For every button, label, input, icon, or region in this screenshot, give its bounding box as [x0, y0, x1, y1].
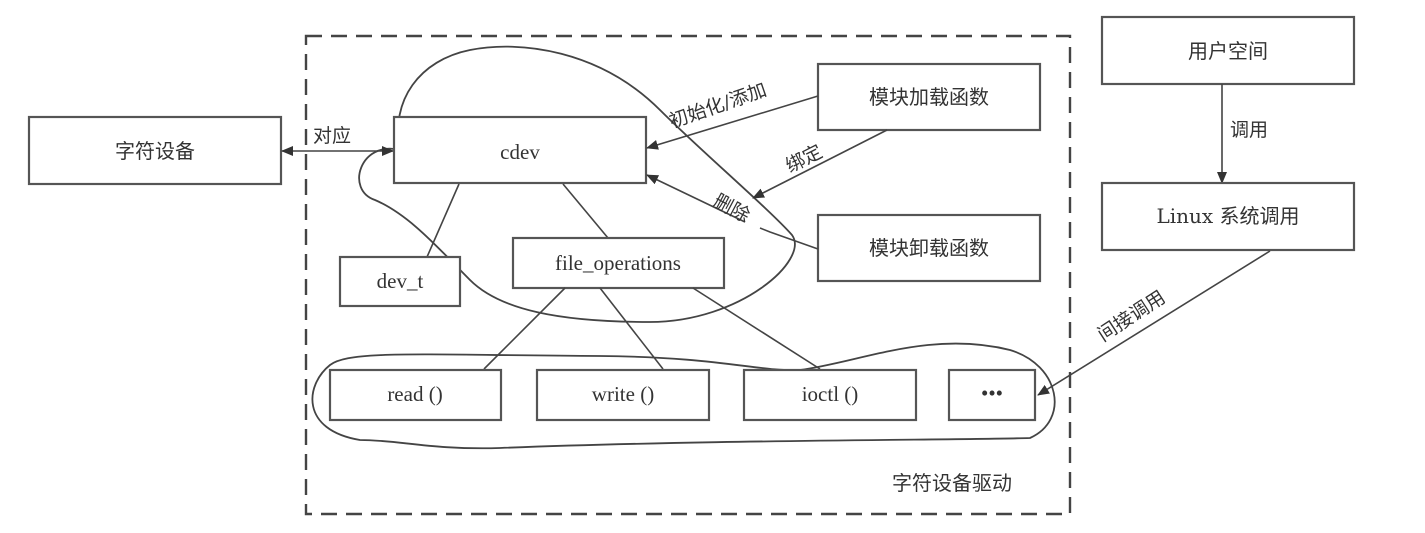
ioctl-box: [742, 368, 918, 422]
correspond-label: 对应: [313, 125, 351, 147]
write-box: [535, 368, 711, 422]
bind-arrow: [752, 129, 888, 199]
delete-label: 删除: [710, 190, 754, 227]
module-unload-box: [816, 213, 1042, 283]
delete-arrow: [646, 174, 746, 223]
fops-read-link: [483, 287, 566, 370]
container-label: 字符设备驱动: [892, 471, 1012, 495]
module-load-label: 模块加载函数: [869, 85, 989, 109]
dev-t-box: [338, 255, 462, 308]
ioctl-label: ioctl (): [802, 382, 859, 406]
user-space-box: [1100, 15, 1356, 86]
cdev-group-outline: [358, 45, 796, 323]
module-unload-label: 模块卸载函数: [869, 236, 989, 260]
char-device-label: 字符设备: [115, 139, 195, 163]
file-operations-box: [511, 236, 726, 290]
more-box: [947, 368, 1037, 422]
syscall-box: [1100, 181, 1356, 252]
char-driver-container: [304, 34, 1072, 516]
delete-line-tail: [759, 227, 819, 250]
cdev-devt-link: [426, 183, 460, 258]
fops-ioctl-link: [692, 287, 821, 370]
write-label: write (): [592, 382, 654, 406]
indirect-call-arrow: [1037, 250, 1271, 396]
read-label: read (): [387, 382, 442, 406]
cdev-fops-link: [562, 183, 609, 239]
read-box: [328, 368, 503, 422]
dev-t-label: dev_t: [377, 269, 424, 293]
cdev-label: cdev: [500, 140, 540, 164]
module-load-box: [816, 62, 1042, 132]
init-add-label: 初始化/添加: [666, 79, 769, 133]
user-space-label: 用户空间: [1188, 39, 1268, 63]
fops-group-outline: [311, 342, 1056, 450]
more-label: •••: [981, 381, 1003, 405]
init-add-arrow: [646, 95, 819, 150]
syscall-label: Linux 系统调用: [1156, 204, 1299, 228]
call-label: 调用: [1230, 119, 1268, 141]
fops-write-link: [599, 287, 664, 370]
cdev-box: [392, 115, 648, 185]
file-operations-label: file_operations: [555, 251, 681, 275]
